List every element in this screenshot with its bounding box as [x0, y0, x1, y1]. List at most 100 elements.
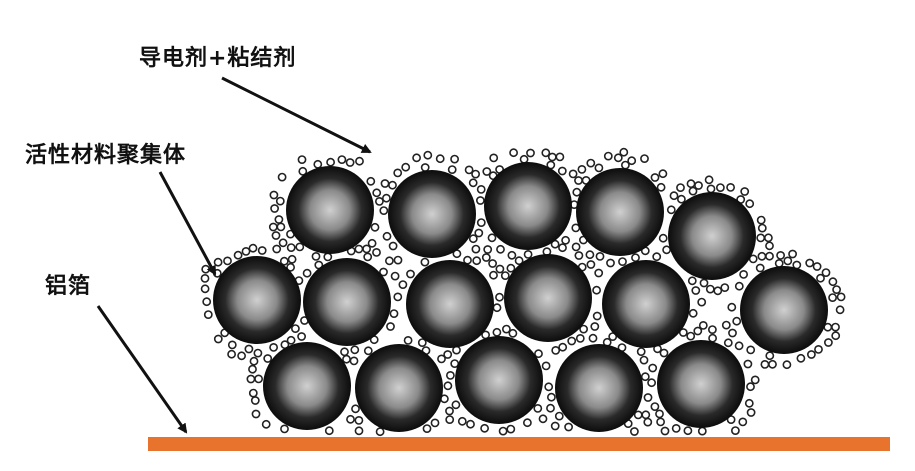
conductive-additive-bead	[693, 326, 703, 336]
conductive-additive-bead	[686, 179, 696, 189]
conductive-additive-bead	[297, 155, 307, 164]
conductive-additive-bead	[555, 152, 565, 162]
conductive-additive-bead	[254, 374, 263, 384]
conductive-additive-bead	[523, 418, 532, 428]
active-material-particle	[355, 344, 443, 432]
conductive-additive-bead	[746, 382, 755, 392]
conductive-additive-bead	[354, 426, 364, 436]
conductive-additive-bead	[640, 154, 649, 163]
conductive-additive-bead	[354, 244, 364, 254]
conductive-additive-bead	[739, 269, 748, 279]
conductive-additive-bead	[765, 251, 774, 261]
active-material-particle	[388, 170, 476, 258]
conductive-additive-bead	[613, 153, 623, 163]
active-material-particle	[455, 336, 543, 424]
conductive-additive-bead	[586, 158, 596, 168]
conductive-additive-bead	[388, 241, 398, 251]
conductive-additive-bead	[764, 233, 773, 243]
conductive-additive-bead	[249, 356, 259, 366]
conductive-additive-bead	[492, 327, 502, 337]
conductive-additive-bead	[313, 159, 323, 169]
conductive-additive-bead	[355, 156, 364, 166]
conductive-additive-bead	[824, 338, 833, 347]
conductive-additive-bead	[647, 378, 656, 388]
conductive-additive-bead	[705, 284, 715, 294]
conductive-additive-bead	[592, 311, 602, 321]
active-material-particle	[484, 162, 572, 250]
conductive-additive-bead	[585, 250, 595, 260]
active-material-particle	[602, 260, 690, 348]
conductive-additive-bead	[660, 426, 670, 436]
conductive-additive-bead	[445, 406, 454, 416]
conductive-additive-bead	[526, 148, 535, 158]
conductive-additive-bead	[280, 424, 289, 434]
conductive-additive-bead	[783, 256, 793, 266]
conductive-additive-bead	[796, 353, 806, 363]
conductive-additive-bead	[740, 187, 750, 196]
conductive-additive-bead	[567, 336, 577, 346]
conductive-additive-bead	[492, 303, 502, 313]
conductive-additive-bead	[324, 426, 334, 436]
conductive-additive-bead	[389, 309, 399, 318]
conductive-additive-bead	[659, 348, 669, 358]
conductive-additive-bead	[743, 359, 753, 369]
conductive-additive-bead	[561, 235, 570, 245]
active-material-particle	[213, 256, 301, 344]
conductive-additive-bead	[379, 267, 388, 277]
conductive-additive-bead	[286, 243, 296, 252]
conductive-additive-bead	[706, 184, 716, 194]
conductive-additive-bead	[403, 335, 413, 345]
conductive-additive-bead	[595, 251, 605, 261]
conductive-additive-bead	[349, 356, 359, 366]
conductive-additive-bead	[474, 228, 484, 238]
conductive-additive-bead	[571, 242, 581, 252]
active-material-particle	[668, 192, 756, 280]
conductive-additive-bead	[716, 183, 725, 192]
label-conductive-binder: 导电剂+粘结剂	[139, 46, 297, 71]
conductive-additive-bead	[835, 305, 845, 315]
conductive-additive-bead	[295, 242, 305, 252]
conductive-additive-bead	[483, 245, 493, 254]
conductive-additive-bead	[656, 417, 665, 427]
conductive-additive-bead	[694, 181, 703, 190]
conductive-additive-bead	[697, 297, 707, 307]
conductive-additive-bead	[401, 162, 411, 172]
conductive-additive-bead	[594, 268, 604, 278]
conductive-additive-bead	[655, 409, 664, 419]
conductive-additive-bead	[253, 348, 263, 358]
conductive-additive-bead	[507, 250, 517, 260]
conductive-additive-bead	[472, 256, 482, 266]
conductive-additive-bead	[261, 419, 271, 429]
conductive-additive-bead	[213, 257, 223, 267]
conductive-additive-bead	[398, 280, 408, 289]
conductive-additive-bead	[506, 424, 516, 434]
arrow-conductive-binder	[221, 76, 372, 154]
conductive-additive-bead	[723, 338, 733, 348]
active-material-particle	[263, 342, 351, 430]
active-material-particle	[657, 340, 745, 428]
conductive-additive-bead	[557, 166, 567, 176]
conductive-additive-bead	[765, 351, 775, 361]
conductive-additive-bead	[248, 364, 257, 374]
conductive-additive-bead	[686, 331, 696, 341]
conductive-additive-bead	[538, 414, 548, 424]
conductive-additive-bead	[748, 254, 758, 264]
conductive-additive-bead	[688, 186, 698, 196]
conductive-additive-bead	[677, 194, 686, 204]
conductive-additive-bead	[227, 349, 236, 359]
conductive-additive-bead	[250, 396, 260, 405]
conductive-additive-bead	[588, 333, 598, 343]
conductive-additive-bead	[437, 354, 446, 364]
conductive-additive-bead	[713, 286, 723, 296]
conductive-additive-bead	[422, 424, 432, 433]
conductive-additive-bead	[443, 350, 453, 359]
conductive-additive-bead	[546, 403, 555, 413]
conductive-additive-bead	[279, 256, 289, 266]
conductive-additive-bead	[326, 157, 335, 167]
conductive-additive-bead	[346, 414, 355, 424]
conductive-additive-bead	[650, 173, 660, 182]
conductive-additive-bead	[412, 153, 421, 163]
conductive-additive-bead	[480, 423, 489, 433]
conductive-additive-bead	[640, 372, 650, 382]
